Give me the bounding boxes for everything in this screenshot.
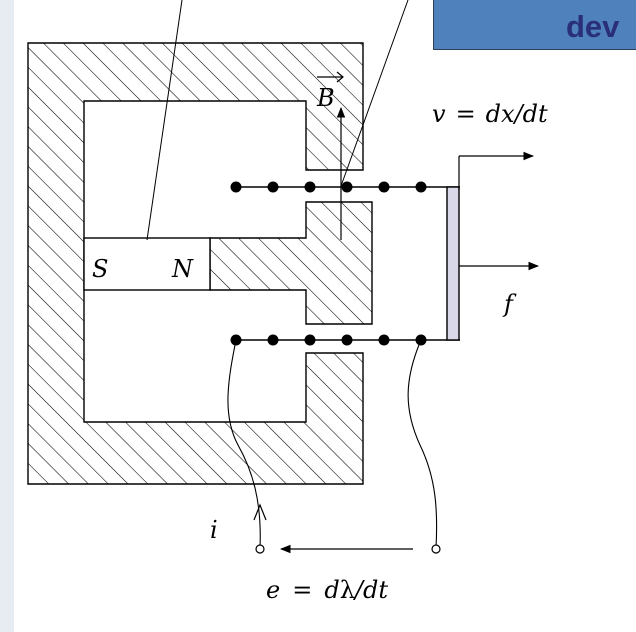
velocity-label: v=dx/dt <box>432 100 548 128</box>
slide-title: dev <box>566 9 620 44</box>
lead-wire-right <box>407 339 438 549</box>
coil-turns-upper <box>230 181 427 193</box>
coil-turn-dot <box>378 334 390 346</box>
coil-turn-dot <box>230 181 242 193</box>
coil-turn-dot <box>341 181 353 193</box>
current-label: i <box>210 516 218 544</box>
coil-turn-dot <box>341 334 353 346</box>
permanent-magnet <box>83 237 211 291</box>
slide-title-box: dev <box>433 0 636 50</box>
current-arrow-head <box>253 503 267 521</box>
magnet-leader-line <box>146 0 183 241</box>
terminal-right <box>431 544 441 554</box>
coil-turn-dot <box>304 181 316 193</box>
force-label: f <box>502 290 517 318</box>
terminal-left <box>255 544 265 554</box>
coil-turns-lower <box>230 334 427 346</box>
center-pole <box>209 201 373 325</box>
coil-turn-dot <box>415 181 427 193</box>
field-vector-head <box>336 71 344 83</box>
moving-bar <box>446 186 460 341</box>
coil-turn-dot <box>304 334 316 346</box>
emf-label: e=dλ/dt <box>266 576 388 604</box>
coil-turn-dot <box>267 181 279 193</box>
coil-turn-dot <box>267 334 279 346</box>
field-label: B <box>316 84 335 112</box>
magnet-north-label: N <box>171 255 194 283</box>
coil-leader-line <box>340 0 409 187</box>
slide-edge-strip <box>0 0 14 632</box>
iron-core <box>27 42 364 485</box>
coil-turn-dot <box>378 181 390 193</box>
magnet-south-label: S <box>92 255 108 283</box>
